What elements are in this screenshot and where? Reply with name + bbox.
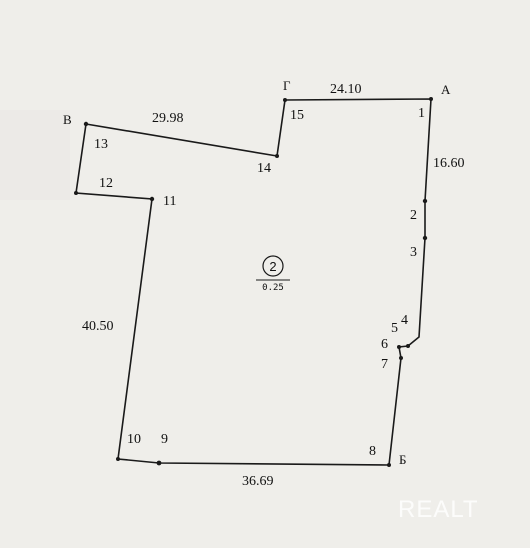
distance-label-bottom: 36.69: [242, 474, 274, 489]
watermark-logo: REALT: [398, 496, 479, 523]
plot-number-marker: 2 0.25: [256, 255, 290, 293]
vertex-dot: [422, 235, 428, 241]
distance-label-a-b: 16.60: [433, 156, 465, 171]
point-label-12: 12: [99, 176, 113, 191]
point-label-8: 8: [369, 444, 376, 459]
paper-shadow: [0, 110, 70, 200]
vertex-dot: [422, 198, 428, 204]
point-label-5: 5: [391, 321, 398, 336]
point-label-1: 1: [418, 106, 425, 121]
vertex-dot: [283, 98, 287, 102]
point-label-2: 2: [410, 208, 417, 223]
point-label-13: 13: [94, 137, 108, 152]
point-label-15: 15: [290, 108, 304, 123]
vertex-dot: [156, 460, 162, 466]
vertex-dot: [74, 191, 78, 195]
plot-area: 0.25: [262, 283, 284, 293]
point-label-10: 10: [127, 432, 141, 447]
point-label-9: 9: [161, 432, 168, 447]
vertex-dot: [83, 121, 89, 127]
distance-label-v-14: 29.98: [152, 111, 184, 126]
corner-label-g: Г: [283, 78, 291, 93]
vertex-dot: [399, 356, 403, 360]
point-label-3: 3: [410, 245, 417, 260]
corner-label-v: В: [63, 112, 72, 127]
point-label-6: 6: [381, 337, 388, 352]
vertex-dot: [149, 196, 155, 202]
point-label-14: 14: [257, 161, 271, 176]
corner-label-a: А: [441, 82, 451, 97]
point-label-7: 7: [381, 357, 388, 372]
point-label-11: 11: [163, 194, 176, 209]
distance-label-g-a: 24.10: [330, 82, 362, 97]
vertex-dot: [275, 154, 279, 158]
vertex-dot: [429, 97, 433, 101]
plot-number: 2: [269, 259, 276, 274]
distance-label-left: 40.50: [82, 319, 114, 334]
vertex-dot: [116, 457, 120, 461]
vertex-dot: [397, 345, 401, 349]
vertex-markers: [74, 97, 433, 467]
vertex-dot: [387, 463, 391, 467]
corner-label-b: Б: [399, 452, 406, 467]
point-label-4: 4: [401, 313, 408, 328]
vertex-dot: [406, 344, 410, 348]
boundary-line: [75, 98, 432, 466]
plot-number-circle: [262, 255, 284, 277]
